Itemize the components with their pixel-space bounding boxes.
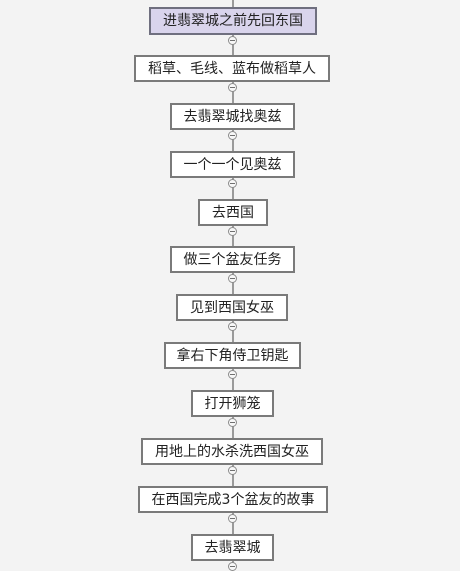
flow-step-box[interactable]: 打开狮笼 [191,390,274,417]
collapse-toggle-icon[interactable] [228,179,237,188]
collapse-toggle-icon[interactable] [228,83,237,92]
flow-step-box[interactable]: 拿右下角侍卫钥匙 [164,342,301,369]
collapse-toggle-icon[interactable] [228,322,237,331]
flow-step-box[interactable]: 在西国完成3个盆友的故事 [138,486,328,513]
collapse-toggle-icon[interactable] [228,131,237,140]
flow-step-box[interactable]: 用地上的水杀洗西国女巫 [141,438,323,465]
collapse-toggle-icon[interactable] [228,36,237,45]
flow-step-box[interactable]: 进翡翠城之前先回东国 [149,7,317,35]
flow-step-box[interactable]: 一个一个见奥兹 [170,151,295,178]
flow-step-box[interactable]: 做三个盆友任务 [170,246,295,273]
collapse-toggle-icon[interactable] [228,562,237,571]
collapse-toggle-icon[interactable] [228,370,237,379]
flow-step-box[interactable]: 稻草、毛线、蓝布做稻草人 [134,55,330,82]
collapse-toggle-icon[interactable] [228,514,237,523]
collapse-toggle-icon[interactable] [228,418,237,427]
flow-step-box[interactable]: 见到西国女巫 [176,294,288,321]
collapse-toggle-icon[interactable] [228,274,237,283]
collapse-toggle-icon[interactable] [228,466,237,475]
collapse-toggle-icon[interactable] [228,227,237,236]
flow-step-box[interactable]: 去西国 [198,199,268,226]
flow-step-box[interactable]: 去翡翠城找奥兹 [170,103,295,130]
flow-step-box[interactable]: 去翡翠城 [191,534,274,561]
